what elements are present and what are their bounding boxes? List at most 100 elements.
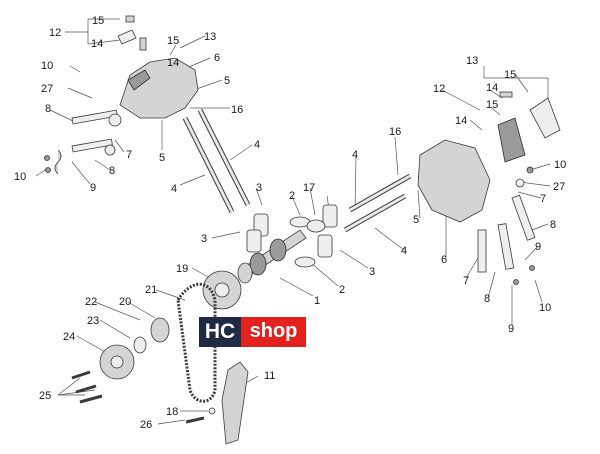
adjuster-10-right bbox=[526, 166, 534, 174]
callout-label: 4 bbox=[352, 149, 358, 161]
seal-ring bbox=[306, 219, 326, 233]
callout-label: 22 bbox=[85, 296, 97, 308]
callout-label: 8 bbox=[45, 103, 51, 115]
callout-label: 9 bbox=[90, 182, 96, 194]
bolt-25-a bbox=[71, 370, 91, 380]
callout-label: 15 bbox=[504, 69, 516, 81]
rocker-cover-right bbox=[529, 97, 561, 139]
bearing-half-lower bbox=[294, 256, 316, 268]
bolt-25-c bbox=[79, 394, 103, 404]
cylinder-head-right bbox=[417, 139, 491, 223]
callout-label: 3 bbox=[369, 266, 375, 278]
callout-label: 14 bbox=[455, 115, 467, 127]
valve-left-upper bbox=[71, 109, 118, 125]
rocker-shaft-right bbox=[499, 91, 513, 98]
callout-label: 27 bbox=[553, 181, 565, 193]
camshaft-journal bbox=[237, 262, 253, 284]
callout-label: 6 bbox=[441, 254, 447, 266]
valve-seal-left-lower bbox=[104, 144, 116, 156]
callout-label: 3 bbox=[256, 182, 262, 194]
callout-label: 9 bbox=[535, 241, 541, 253]
valve-spring-left bbox=[54, 149, 62, 175]
rocker-arm-top-left bbox=[117, 29, 137, 45]
spark-seal-right bbox=[515, 178, 525, 188]
rocker-arm-left bbox=[127, 69, 151, 91]
camshaft-lobe-1 bbox=[249, 252, 267, 276]
cotter-left-2 bbox=[45, 167, 51, 173]
callout-label: 16 bbox=[389, 126, 401, 138]
callout-label: 10 bbox=[539, 302, 551, 314]
callout-label: 11 bbox=[264, 370, 275, 382]
pin-18 bbox=[208, 407, 216, 415]
callout-label: 2 bbox=[289, 190, 295, 202]
callout-label: 2 bbox=[339, 284, 345, 296]
valve-seal-left-upper bbox=[108, 113, 122, 127]
callout-label: 15 bbox=[92, 15, 104, 27]
callout-label: 8 bbox=[550, 219, 556, 231]
callout-label: 3 bbox=[201, 233, 207, 245]
washer-23 bbox=[133, 336, 147, 354]
callout-label: 1 bbox=[314, 295, 320, 307]
rocker-arm-right bbox=[497, 117, 526, 163]
callout-label: 25 bbox=[39, 390, 51, 402]
callout-label: 7 bbox=[126, 149, 132, 161]
cylinder-head-left bbox=[119, 57, 199, 119]
tappet-center-4 bbox=[317, 234, 333, 258]
callout-label: 27 bbox=[41, 83, 53, 95]
pushrod-left-1-inner bbox=[183, 117, 234, 213]
callout-label: 16 bbox=[231, 104, 243, 116]
pushrod-right-1-inner bbox=[349, 174, 411, 212]
callout-label: 14 bbox=[486, 82, 498, 94]
timing-chain bbox=[176, 282, 217, 403]
watermark-hc-text: HC bbox=[199, 317, 241, 347]
callout-label: 4 bbox=[401, 245, 407, 257]
rocker-shaft-left bbox=[139, 37, 147, 51]
callout-label: 4 bbox=[254, 139, 260, 151]
callout-label: 12 bbox=[433, 83, 445, 95]
valve-right-3 bbox=[511, 194, 536, 241]
callout-label: 14 bbox=[167, 57, 179, 69]
valve-left-lower bbox=[71, 138, 113, 153]
callout-label: 5 bbox=[159, 152, 165, 164]
callout-label: 19 bbox=[176, 263, 188, 275]
pushrod-left-2-inner bbox=[198, 109, 250, 206]
callout-label: 6 bbox=[214, 52, 220, 64]
chain-tensioner bbox=[221, 361, 249, 445]
crank-gear-hub bbox=[110, 355, 124, 369]
callout-label: 21 bbox=[145, 284, 157, 296]
callout-label: 15 bbox=[486, 99, 498, 111]
callout-label: 5 bbox=[224, 75, 230, 87]
camshaft-lobe-2 bbox=[269, 238, 287, 262]
callout-label: 5 bbox=[413, 214, 419, 226]
bearing-20 bbox=[150, 317, 170, 343]
callout-label: 10 bbox=[554, 159, 566, 171]
callout-label: 26 bbox=[140, 419, 152, 431]
callout-label: 13 bbox=[466, 55, 478, 67]
cotter-right-1 bbox=[513, 279, 519, 285]
valve-right-1 bbox=[477, 229, 487, 273]
pushrod-right-2-inner bbox=[344, 194, 406, 232]
callout-label: 8 bbox=[109, 165, 115, 177]
callout-label: 7 bbox=[463, 275, 469, 287]
callout-label: 7 bbox=[540, 193, 546, 205]
callout-label: 17 bbox=[303, 182, 315, 194]
hc-shop-watermark: HC shop bbox=[199, 317, 306, 347]
parts bbox=[44, 15, 561, 445]
cotter-right-2 bbox=[529, 265, 535, 271]
callout-label: 24 bbox=[63, 331, 75, 343]
bolt-25-b bbox=[75, 384, 97, 394]
callout-label: 18 bbox=[166, 406, 178, 418]
callout-labels: 15 12 14 13 15 14 6 10 5 27 16 8 7 5 4 1… bbox=[14, 15, 566, 431]
callout-label: 4 bbox=[171, 183, 177, 195]
callout-label: 12 bbox=[49, 27, 61, 39]
callout-label: 20 bbox=[119, 296, 131, 308]
callout-label: 23 bbox=[87, 315, 99, 327]
tappet-center-3 bbox=[322, 204, 338, 228]
camshaft-sprocket-hub bbox=[214, 282, 230, 298]
watermark-shop-text: shop bbox=[241, 317, 306, 347]
callout-label: 14 bbox=[91, 38, 103, 50]
callout-label: 10 bbox=[41, 60, 53, 72]
callout-label: 13 bbox=[204, 31, 216, 43]
cotter-left-1 bbox=[44, 155, 50, 161]
